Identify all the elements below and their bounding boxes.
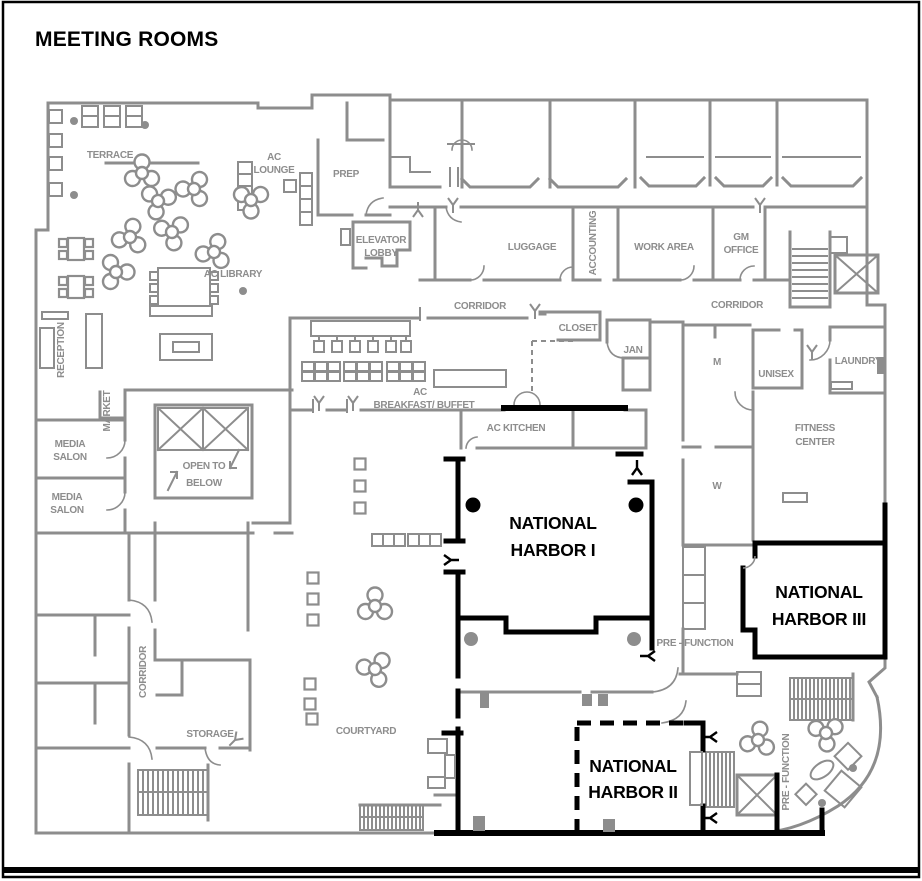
label-corridor-west: CORRIDOR: [138, 645, 149, 698]
label-pre-function-south: PRE - FUNCTION: [781, 733, 792, 810]
walls-gray: [34, 93, 887, 835]
label-corridor-top-right: CORRIDOR: [711, 300, 764, 311]
label-fitness-2: CENTER: [795, 437, 835, 448]
label-jan: JAN: [623, 345, 642, 356]
label-national-harbor-2b: HARBOR II: [588, 782, 678, 802]
label-media-salon-2a: MEDIA: [52, 492, 83, 503]
labels: MEETING ROOMS TERRACE AC LOUNGE PREP ELE…: [35, 28, 882, 810]
label-ac-lounge-1: AC: [267, 152, 281, 163]
label-ac-breakfast-1: AC: [413, 387, 427, 398]
stairs: [137, 248, 854, 831]
label-accounting: ACCOUNTING: [588, 210, 599, 275]
label-courtyard: COURTYARD: [336, 726, 396, 737]
label-elevator-lobby-2: LOBBY: [364, 248, 398, 259]
label-mens: M: [713, 357, 721, 368]
label-gm-office-2: OFFICE: [724, 245, 759, 256]
label-ac-breakfast-2: BREAKFAST/ BUFFET: [373, 400, 474, 411]
furniture: [39, 105, 863, 809]
label-national-harbor-1b: HARBOR I: [511, 540, 596, 560]
label-fitness-1: FITNESS: [795, 423, 836, 434]
label-media-salon-2b: SALON: [50, 505, 84, 516]
label-storage: STORAGE: [186, 729, 234, 740]
elevator-boxes: [735, 773, 779, 817]
label-elevator-lobby-1: ELEVATOR: [356, 235, 407, 246]
label-ac-lounge-2: LOUNGE: [254, 165, 296, 176]
label-reception: RECEPTION: [56, 322, 67, 378]
door-symbols: [224, 197, 818, 825]
label-prep: PREP: [333, 169, 360, 180]
label-ac-library: AC LIBRARY: [204, 269, 263, 280]
label-unisex: UNISEX: [758, 369, 794, 380]
label-open-to-below-1: OPEN TO: [183, 461, 226, 472]
label-open-to-below-2: BELOW: [186, 478, 223, 489]
label-closet: CLOSET: [559, 323, 598, 334]
label-pre-function-east: PRE - FUNCTION: [657, 638, 734, 649]
label-national-harbor-3a: NATIONAL: [775, 582, 863, 602]
label-corridor-top-left: CORRIDOR: [454, 301, 507, 312]
label-laundry: LAUNDRY: [835, 356, 882, 367]
label-national-harbor-3b: HARBOR III: [772, 609, 866, 629]
label-work-area: WORK AREA: [634, 242, 694, 253]
label-media-salon-1a: MEDIA: [55, 439, 86, 450]
label-national-harbor-2a: NATIONAL: [589, 756, 677, 776]
label-womens: W: [712, 481, 722, 492]
label-market: MARKET: [102, 390, 113, 431]
walls-black: [434, 405, 888, 836]
label-media-salon-1b: SALON: [53, 452, 87, 463]
label-ac-kitchen: AC KITCHEN: [487, 423, 546, 434]
label-terrace: TERRACE: [87, 150, 134, 161]
label-gm-office-1: GM: [733, 232, 749, 243]
label-luggage: LUGGAGE: [508, 242, 557, 253]
dashed-partition: [531, 340, 573, 391]
page-title: MEETING ROOMS: [35, 28, 218, 51]
label-national-harbor-1a: NATIONAL: [509, 513, 597, 533]
